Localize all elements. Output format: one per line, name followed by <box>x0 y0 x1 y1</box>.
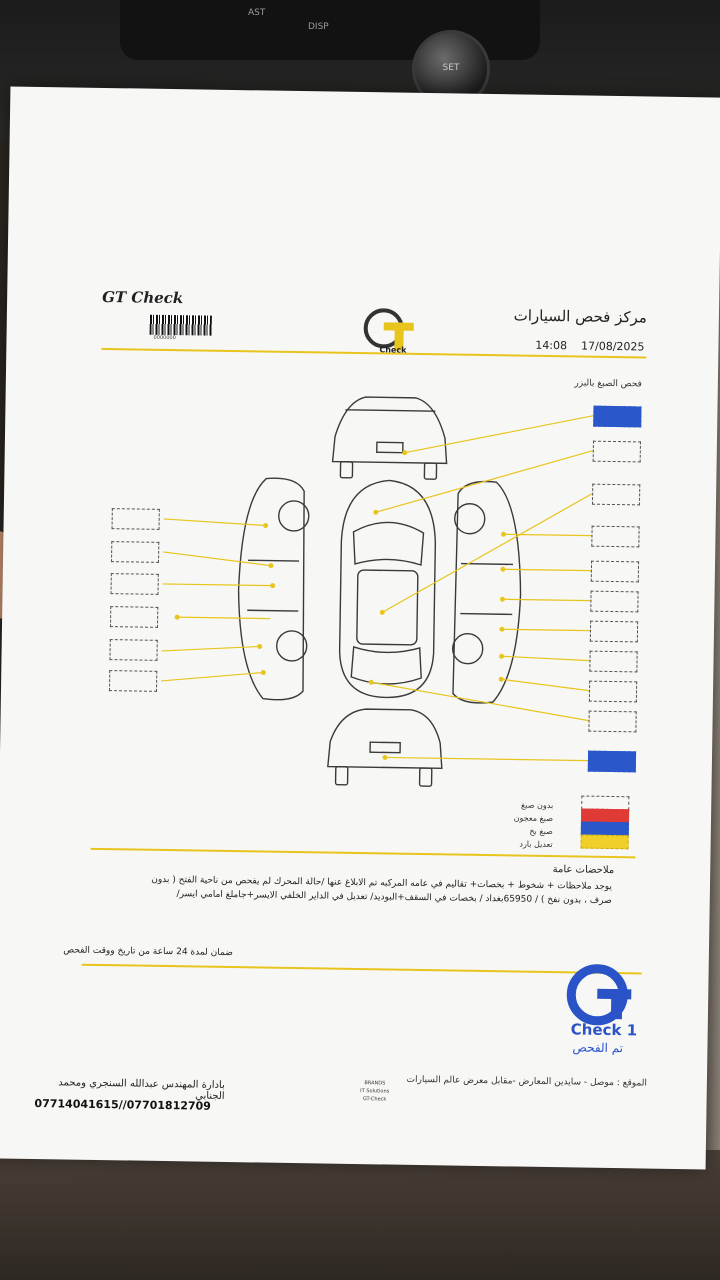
car-top-view <box>338 479 437 699</box>
left-panel-box <box>108 670 158 692</box>
car-rear-view <box>327 708 443 787</box>
check-stamp <box>566 964 632 1026</box>
dash-label-ast: AST <box>248 8 266 18</box>
right-panel-box <box>590 590 639 613</box>
dash-label-disp: DISP <box>308 22 329 32</box>
brands-line-3: GT-Check <box>362 1096 387 1103</box>
legend-swatch-yellow <box>580 834 629 850</box>
car-body-diagram <box>161 396 594 787</box>
right-panel-box <box>589 620 639 643</box>
notes-title: ملاحضات عامة <box>552 864 615 877</box>
car-front-view <box>331 396 448 480</box>
left-panel-box <box>109 639 158 661</box>
stamp-text: Check 1 <box>570 1020 638 1040</box>
left-panel-box <box>111 508 160 530</box>
legend-label: تعديل بارد <box>519 839 553 850</box>
right-panel-box <box>588 680 638 703</box>
left-panel-box <box>109 606 159 628</box>
right-panel-box <box>588 710 637 733</box>
brands-block: BRANDS IT Solutions GT-Check <box>355 1079 395 1104</box>
trunk-panel-box <box>587 750 637 773</box>
gt-center-logo: Check <box>363 308 414 355</box>
inspection-report-paper: GT Check 0000000 Check مركز فحص السيارات… <box>0 86 720 1170</box>
right-panel-box <box>591 483 641 506</box>
right-panel-box <box>590 560 640 583</box>
right-panel-box <box>592 440 641 463</box>
car-seat <box>0 1150 720 1280</box>
phone-numbers: 07714041615//07701812709 <box>34 1096 211 1113</box>
left-panel-box <box>111 541 160 563</box>
car-left-side-view <box>237 477 310 701</box>
stamp-arabic: تم الفحص <box>572 1040 624 1056</box>
center-logo-sub: Check <box>379 345 407 354</box>
hood-panel-box <box>593 405 642 428</box>
left-panel-box <box>110 573 159 595</box>
knob-label: SET <box>442 63 460 73</box>
car-right-side-view <box>451 480 522 704</box>
right-panel-box <box>589 650 638 673</box>
right-panel-box <box>591 525 640 548</box>
